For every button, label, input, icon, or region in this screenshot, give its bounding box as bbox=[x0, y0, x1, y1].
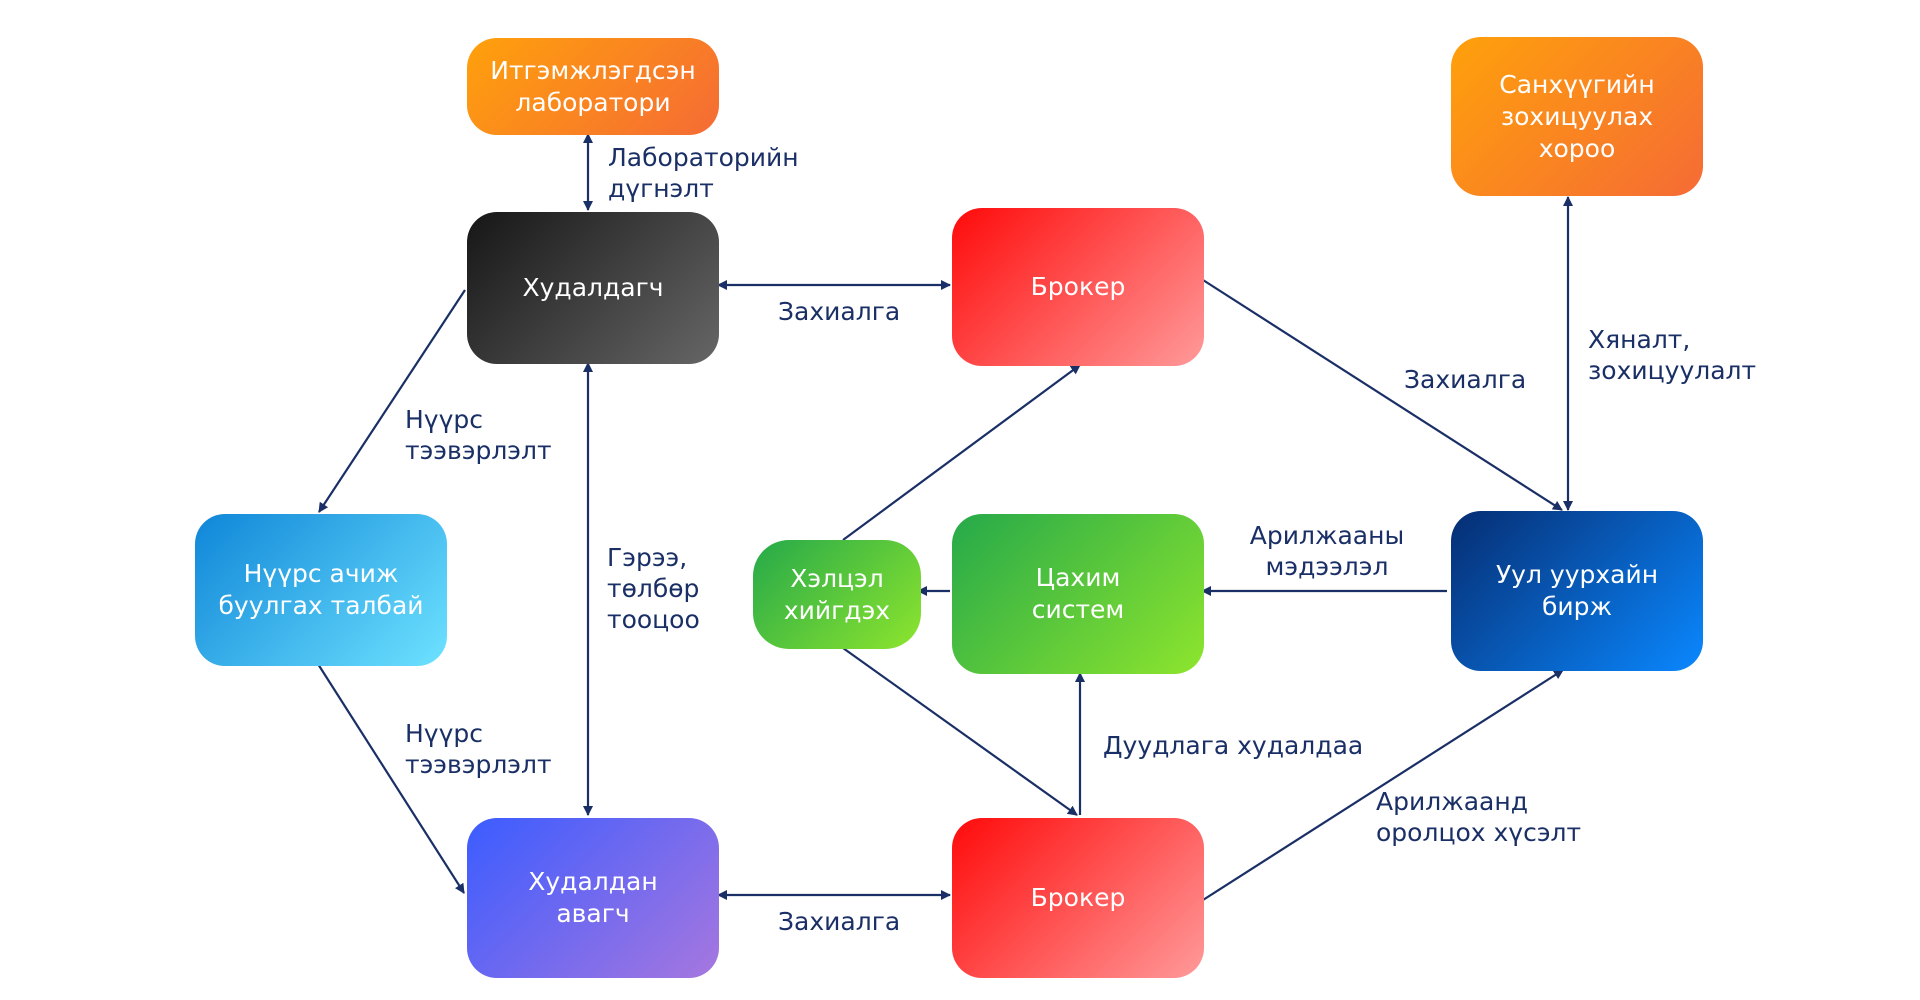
label-trade-request: Арилжаанд оролцох хүсэлт bbox=[1376, 787, 1582, 847]
label-order-bottom: Захиалга bbox=[778, 907, 901, 936]
label-coal-transport-top: Нүүрс тээвэрлэлт bbox=[405, 405, 552, 465]
edge-broker-top-exchange bbox=[1202, 279, 1563, 511]
node-deal-matching: Хэлцэл хийгдэх bbox=[753, 540, 921, 649]
edge-matching-broker-top bbox=[842, 364, 1081, 541]
edge-broker-bottom-exchange bbox=[1202, 669, 1564, 901]
label-order-right: Захиалга bbox=[1404, 365, 1527, 394]
node-broker-bottom: Брокер bbox=[952, 818, 1204, 978]
label-order-top: Захиалга bbox=[778, 297, 901, 326]
label-lab-assessment: Лабораторийн дүгнэлт bbox=[608, 143, 799, 203]
node-broker-top: Брокер bbox=[952, 208, 1204, 366]
label-contract-payment: Гэрээ, төлбөр тооцоо bbox=[607, 543, 700, 634]
edge-matching-broker-bottom bbox=[842, 647, 1078, 816]
label-coal-transport-bottom: Нүүрс тээвэрлэлт bbox=[405, 719, 552, 779]
node-accredited-laboratory: Итгэмжлэгдсэн лаборатори bbox=[467, 38, 719, 135]
edge-seller-loading bbox=[318, 289, 466, 513]
label-supervision: Хяналт, зохицуулалт bbox=[1588, 325, 1757, 385]
node-financial-regulatory-commission: Санхүүгийн зохицуулах хороо bbox=[1451, 37, 1703, 196]
node-electronic-system: Цахим систем bbox=[952, 514, 1204, 674]
label-auction: Дуудлага худалдаа bbox=[1103, 731, 1364, 760]
node-coal-loading-area: Нүүрс ачиж буулгах талбай bbox=[195, 514, 447, 666]
node-mining-exchange: Уул уурхайн бирж bbox=[1451, 511, 1703, 671]
edge-loading-buyer bbox=[317, 663, 465, 894]
node-buyer: Худалдан авагч bbox=[467, 818, 719, 978]
node-seller: Худалдагч bbox=[467, 212, 719, 364]
label-trading-info: Арилжааны мэдээлэл bbox=[1249, 521, 1405, 581]
